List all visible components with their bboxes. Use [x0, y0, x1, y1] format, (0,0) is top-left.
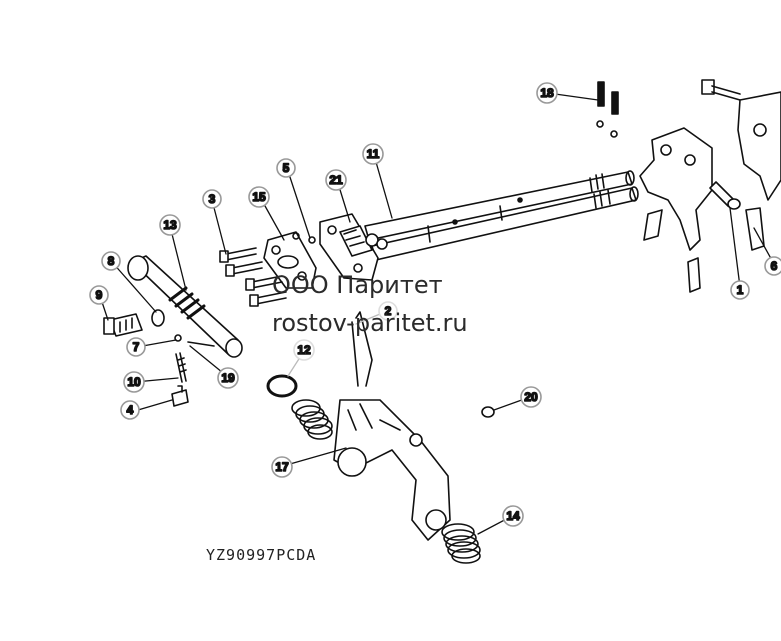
callout-20: 20: [520, 386, 542, 408]
bolt-top-right: [701, 79, 741, 101]
seal-12: [266, 374, 298, 398]
callout-13: 13: [159, 214, 181, 236]
callout-2: 2: [378, 301, 398, 321]
gasket-15: [263, 231, 317, 289]
callout-18: 18: [536, 82, 558, 104]
spring-14: [441, 523, 481, 564]
callout-7: 7: [126, 337, 146, 357]
callout-11: 11: [362, 143, 384, 165]
callout-17: 17: [271, 456, 293, 478]
callout-label: 4: [127, 403, 134, 417]
callout-15: 15: [248, 186, 270, 208]
callout-label: 18: [540, 86, 554, 100]
callout-label: 5: [283, 161, 290, 175]
callout-21: 21: [325, 169, 347, 191]
washer-5a: [292, 232, 300, 240]
callout-12: 12: [293, 339, 315, 361]
callout-label: 20: [524, 390, 538, 404]
watermark-website: rostov-paritet.ru: [272, 309, 468, 337]
callout-label: 10: [127, 375, 141, 389]
ball-7: [174, 334, 182, 342]
shift-fork-right: [737, 91, 781, 251]
callout-label: 2: [385, 304, 392, 318]
washer-5b: [308, 236, 316, 244]
callout-8: 8: [101, 251, 121, 271]
callout-label: 1: [737, 283, 744, 297]
callout-9: 9: [89, 285, 109, 305]
pins-18: [596, 81, 619, 138]
callout-label: 19: [221, 371, 235, 385]
shift-fork-left: [639, 127, 713, 293]
callout-label: 11: [367, 147, 380, 161]
callout-4: 4: [120, 400, 140, 420]
callout-10: 10: [123, 371, 145, 393]
shift-lever-17: [333, 311, 451, 541]
spring-upper: [291, 399, 333, 440]
callout-19: 19: [217, 367, 239, 389]
bolt-4: [171, 385, 189, 407]
plug-9: [103, 313, 143, 337]
callout-label: 3: [209, 192, 216, 206]
callout-label: 15: [252, 190, 266, 204]
callout-3: 3: [202, 189, 222, 209]
callout-5: 5: [276, 158, 296, 178]
drawing-code: YZ90997PCDA: [206, 546, 317, 564]
shift-rods: [364, 170, 639, 261]
callout-label: 17: [275, 460, 289, 474]
callout-label: 9: [96, 288, 103, 302]
callout-1: 1: [730, 280, 750, 300]
callout-label: 21: [329, 173, 343, 187]
callout-label: 6: [771, 259, 778, 273]
callout-label: 12: [297, 343, 311, 357]
washer-20: [481, 406, 495, 418]
callout-label: 8: [108, 254, 115, 268]
cover-plate-21: [319, 213, 388, 281]
shaft-13: [127, 255, 243, 358]
callout-label: 7: [133, 340, 140, 354]
callout-6: 6: [764, 256, 781, 276]
callout-14: 14: [502, 505, 524, 527]
watermark-company: ООО Паритет: [272, 271, 443, 299]
callout-label: 14: [506, 509, 520, 523]
o-ring-8: [151, 309, 165, 327]
pin-1: [709, 181, 741, 210]
spring-10: [175, 352, 187, 383]
bolts-3: [219, 247, 287, 307]
callout-label: 13: [163, 218, 177, 232]
